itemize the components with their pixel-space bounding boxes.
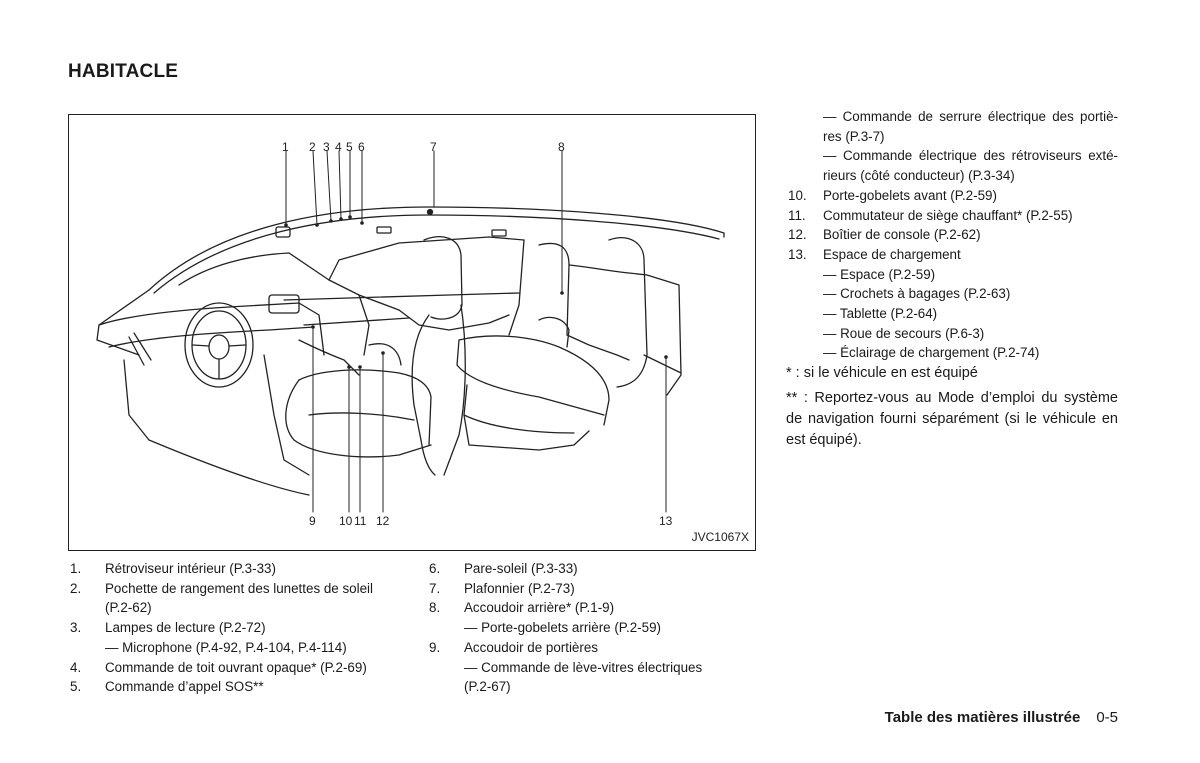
- list-item: 2.Pochette de rangement des lunettes de …: [70, 580, 373, 596]
- interior-illustration: 1 2 3 4 5 6 7 8 9 10 11 12 13 JVC1067X: [68, 114, 756, 551]
- list-subitem: — Éclairage de chargement (P.2-74): [823, 345, 1040, 361]
- figure-code: JVC1067X: [691, 530, 749, 544]
- list-item: 5.Commande d’appel SOS**: [70, 679, 264, 695]
- list-subitem: — Roue de secours (P.6-3): [823, 325, 985, 341]
- callout-12: 12: [376, 514, 390, 528]
- callout-2: 2: [309, 140, 316, 154]
- list-item-continuation: (P.2-67): [464, 679, 511, 695]
- list-continuation-line: — Commande électrique des rétroviseurs e…: [823, 148, 1118, 164]
- callout-6: 6: [358, 140, 365, 154]
- list-item: 8.Accoudoir arrière* (P.1-9): [429, 600, 615, 616]
- callout-3: 3: [323, 140, 330, 154]
- list-item: 13.Espace de chargement: [788, 246, 961, 262]
- list-subitem: — Commande de lève-vitres électriques: [464, 659, 703, 675]
- legend-list-right: — Commande de serrure électrique des por…: [788, 107, 1118, 363]
- page-number: 0-5: [1096, 709, 1118, 726]
- list-continuation-line: res (P.3-7): [823, 128, 885, 144]
- footer-section-title: Table des matières illustrée: [884, 709, 1081, 726]
- list-continuation-line: rieurs (côté conducteur) (P.3-34): [823, 168, 1015, 184]
- list-subitem: — Crochets à bagages (P.2-63): [823, 286, 1011, 302]
- callout-4: 4: [335, 140, 342, 154]
- callout-10: 10: [339, 514, 353, 528]
- list-item: 4.Commande de toit ouvrant opaque* (P.2-…: [70, 659, 367, 675]
- list-subitem: — Porte-gobelets arrière (P.2-59): [464, 620, 661, 636]
- list-item: 11.Commutateur de siège chauffant* (P.2-…: [788, 207, 1073, 223]
- page-footer: Table des matières illustrée 0-5: [885, 709, 1118, 726]
- list-item: 9.Accoudoir de portières: [429, 639, 598, 655]
- callout-8: 8: [558, 140, 565, 154]
- callout-7: 7: [430, 140, 437, 154]
- list-continuation-line: — Commande de serrure électrique des por…: [823, 109, 1118, 124]
- list-item: 7.Plafonnier (P.2-73): [429, 580, 575, 596]
- page-title: HABITACLE: [68, 61, 179, 82]
- callout-13: 13: [659, 514, 673, 528]
- list-item: 12.Boîtier de console (P.2-62): [788, 227, 981, 243]
- list-item: 6.Pare-soleil (P.3-33): [429, 561, 578, 576]
- list-item: 3.Lampes de lecture (P.2-72): [70, 620, 266, 636]
- list-subitem: — Microphone (P.4-92, P.4-104, P.4-114): [105, 639, 347, 655]
- footnote-double-star: ** : Reportez-vous au Mode d’emploi du s…: [786, 390, 1118, 448]
- list-item: 1.Rétroviseur intérieur (P.3-33): [70, 561, 276, 576]
- list-item-continuation: (P.2-62): [105, 600, 152, 616]
- car-interior-drawing: [96, 150, 725, 513]
- list-subitem: — Espace (P.2-59): [823, 266, 936, 282]
- callout-9: 9: [309, 514, 316, 528]
- legend-list-middle: 6.Pare-soleil (P.3-33) 7.Plafonnier (P.2…: [429, 559, 759, 697]
- list-item: 10.Porte-gobelets avant (P.2-59): [788, 187, 997, 203]
- callout-1: 1: [282, 140, 289, 154]
- callout-11: 11: [354, 514, 367, 528]
- footnote-star: * : si le véhicule en est équipé: [786, 365, 978, 381]
- callout-5: 5: [346, 140, 353, 154]
- list-subitem: — Tablette (P.2-64): [823, 306, 938, 322]
- legend-list-left: 1.Rétroviseur intérieur (P.3-33) 2.Poche…: [70, 559, 400, 697]
